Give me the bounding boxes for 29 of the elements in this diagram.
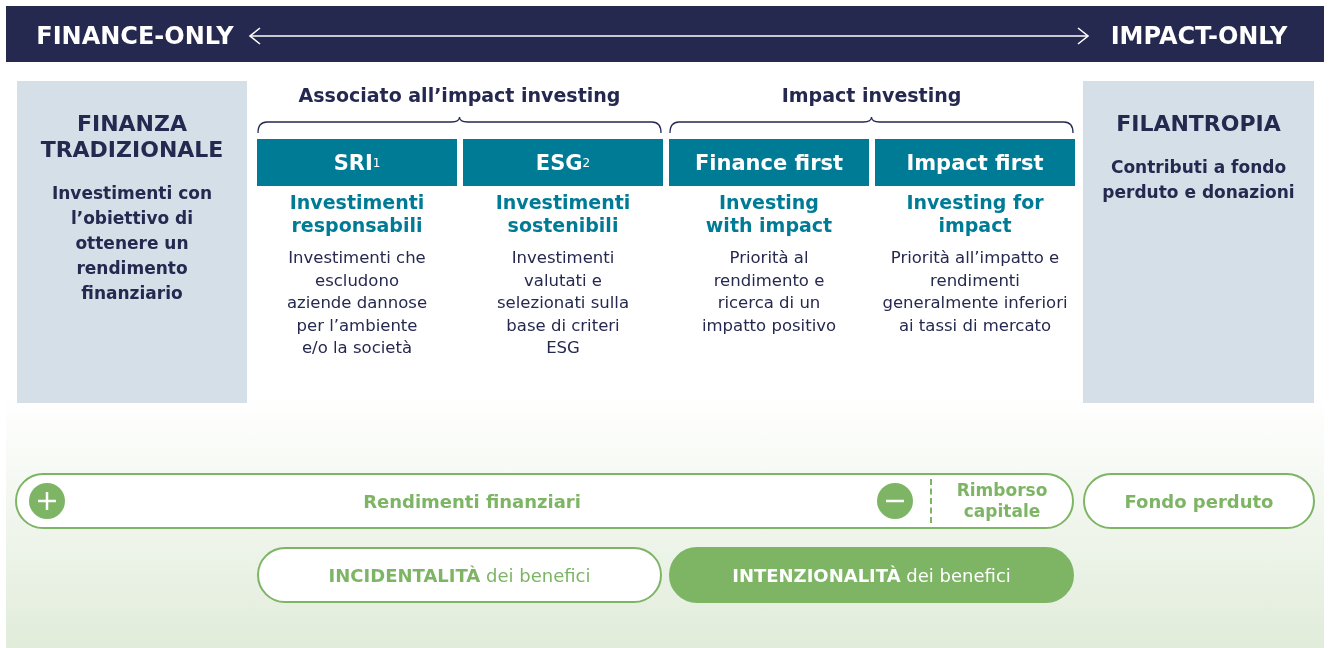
panel-title: FINANZA TRADIZIONALE bbox=[40, 111, 224, 163]
column-description: Priorità all’impatto e rendimenti generalmente inferiori ai tassi di mercato bbox=[881, 247, 1069, 337]
category-panel bbox=[1083, 81, 1314, 403]
category-panel bbox=[17, 81, 247, 403]
returns-pill bbox=[15, 473, 1074, 529]
column-subtitle: Investing for impact bbox=[905, 191, 1045, 237]
column-subtitle: Investimenti sostenibili bbox=[494, 191, 632, 237]
category-header: SRI$^{1}$ bbox=[257, 139, 457, 186]
benefit-pill: INCIDENTALITÀ dei benefici bbox=[257, 547, 662, 603]
column-description: Investimenti valutati e selezionati sulla base di criteri ESG bbox=[496, 247, 630, 359]
pill-text: Rendimenti finanziari bbox=[362, 489, 582, 514]
double-arrow bbox=[249, 27, 1089, 45]
category-header: Impact first bbox=[875, 139, 1075, 186]
column-subtitle: Investing with impact bbox=[704, 191, 834, 237]
column-subtitle: Investimenti responsabili bbox=[288, 191, 426, 237]
header-label: FINANCE-ONLY bbox=[20, 18, 250, 54]
category-header: Finance first bbox=[669, 139, 869, 186]
panel-title: FILANTROPIA bbox=[1116, 111, 1281, 137]
returns-pill: Fondo perduto bbox=[1083, 473, 1315, 529]
column-description: Priorità al rendimento e ricerca di un impatto positivo bbox=[700, 247, 838, 337]
panel-description: Contributi a fondo perduto e donazioni bbox=[1101, 156, 1296, 204]
group-label: Associato all’impact investing bbox=[297, 84, 622, 106]
header-label: IMPACT-ONLY bbox=[1088, 18, 1310, 54]
pill-text: Rimborso capitale bbox=[955, 479, 1049, 523]
category-header: ESG$^{2}$ bbox=[463, 139, 663, 186]
column-description: Investimenti che escludono aziende dannose per l’ambiente e/o la società bbox=[285, 247, 429, 359]
group-label: Impact investing bbox=[780, 84, 963, 106]
panel-description: Investimenti con l’obiettivo di ottenere un rendimento finanziario bbox=[50, 182, 214, 305]
benefit-pill: INTENZIONALITÀ dei benefici bbox=[669, 547, 1074, 603]
